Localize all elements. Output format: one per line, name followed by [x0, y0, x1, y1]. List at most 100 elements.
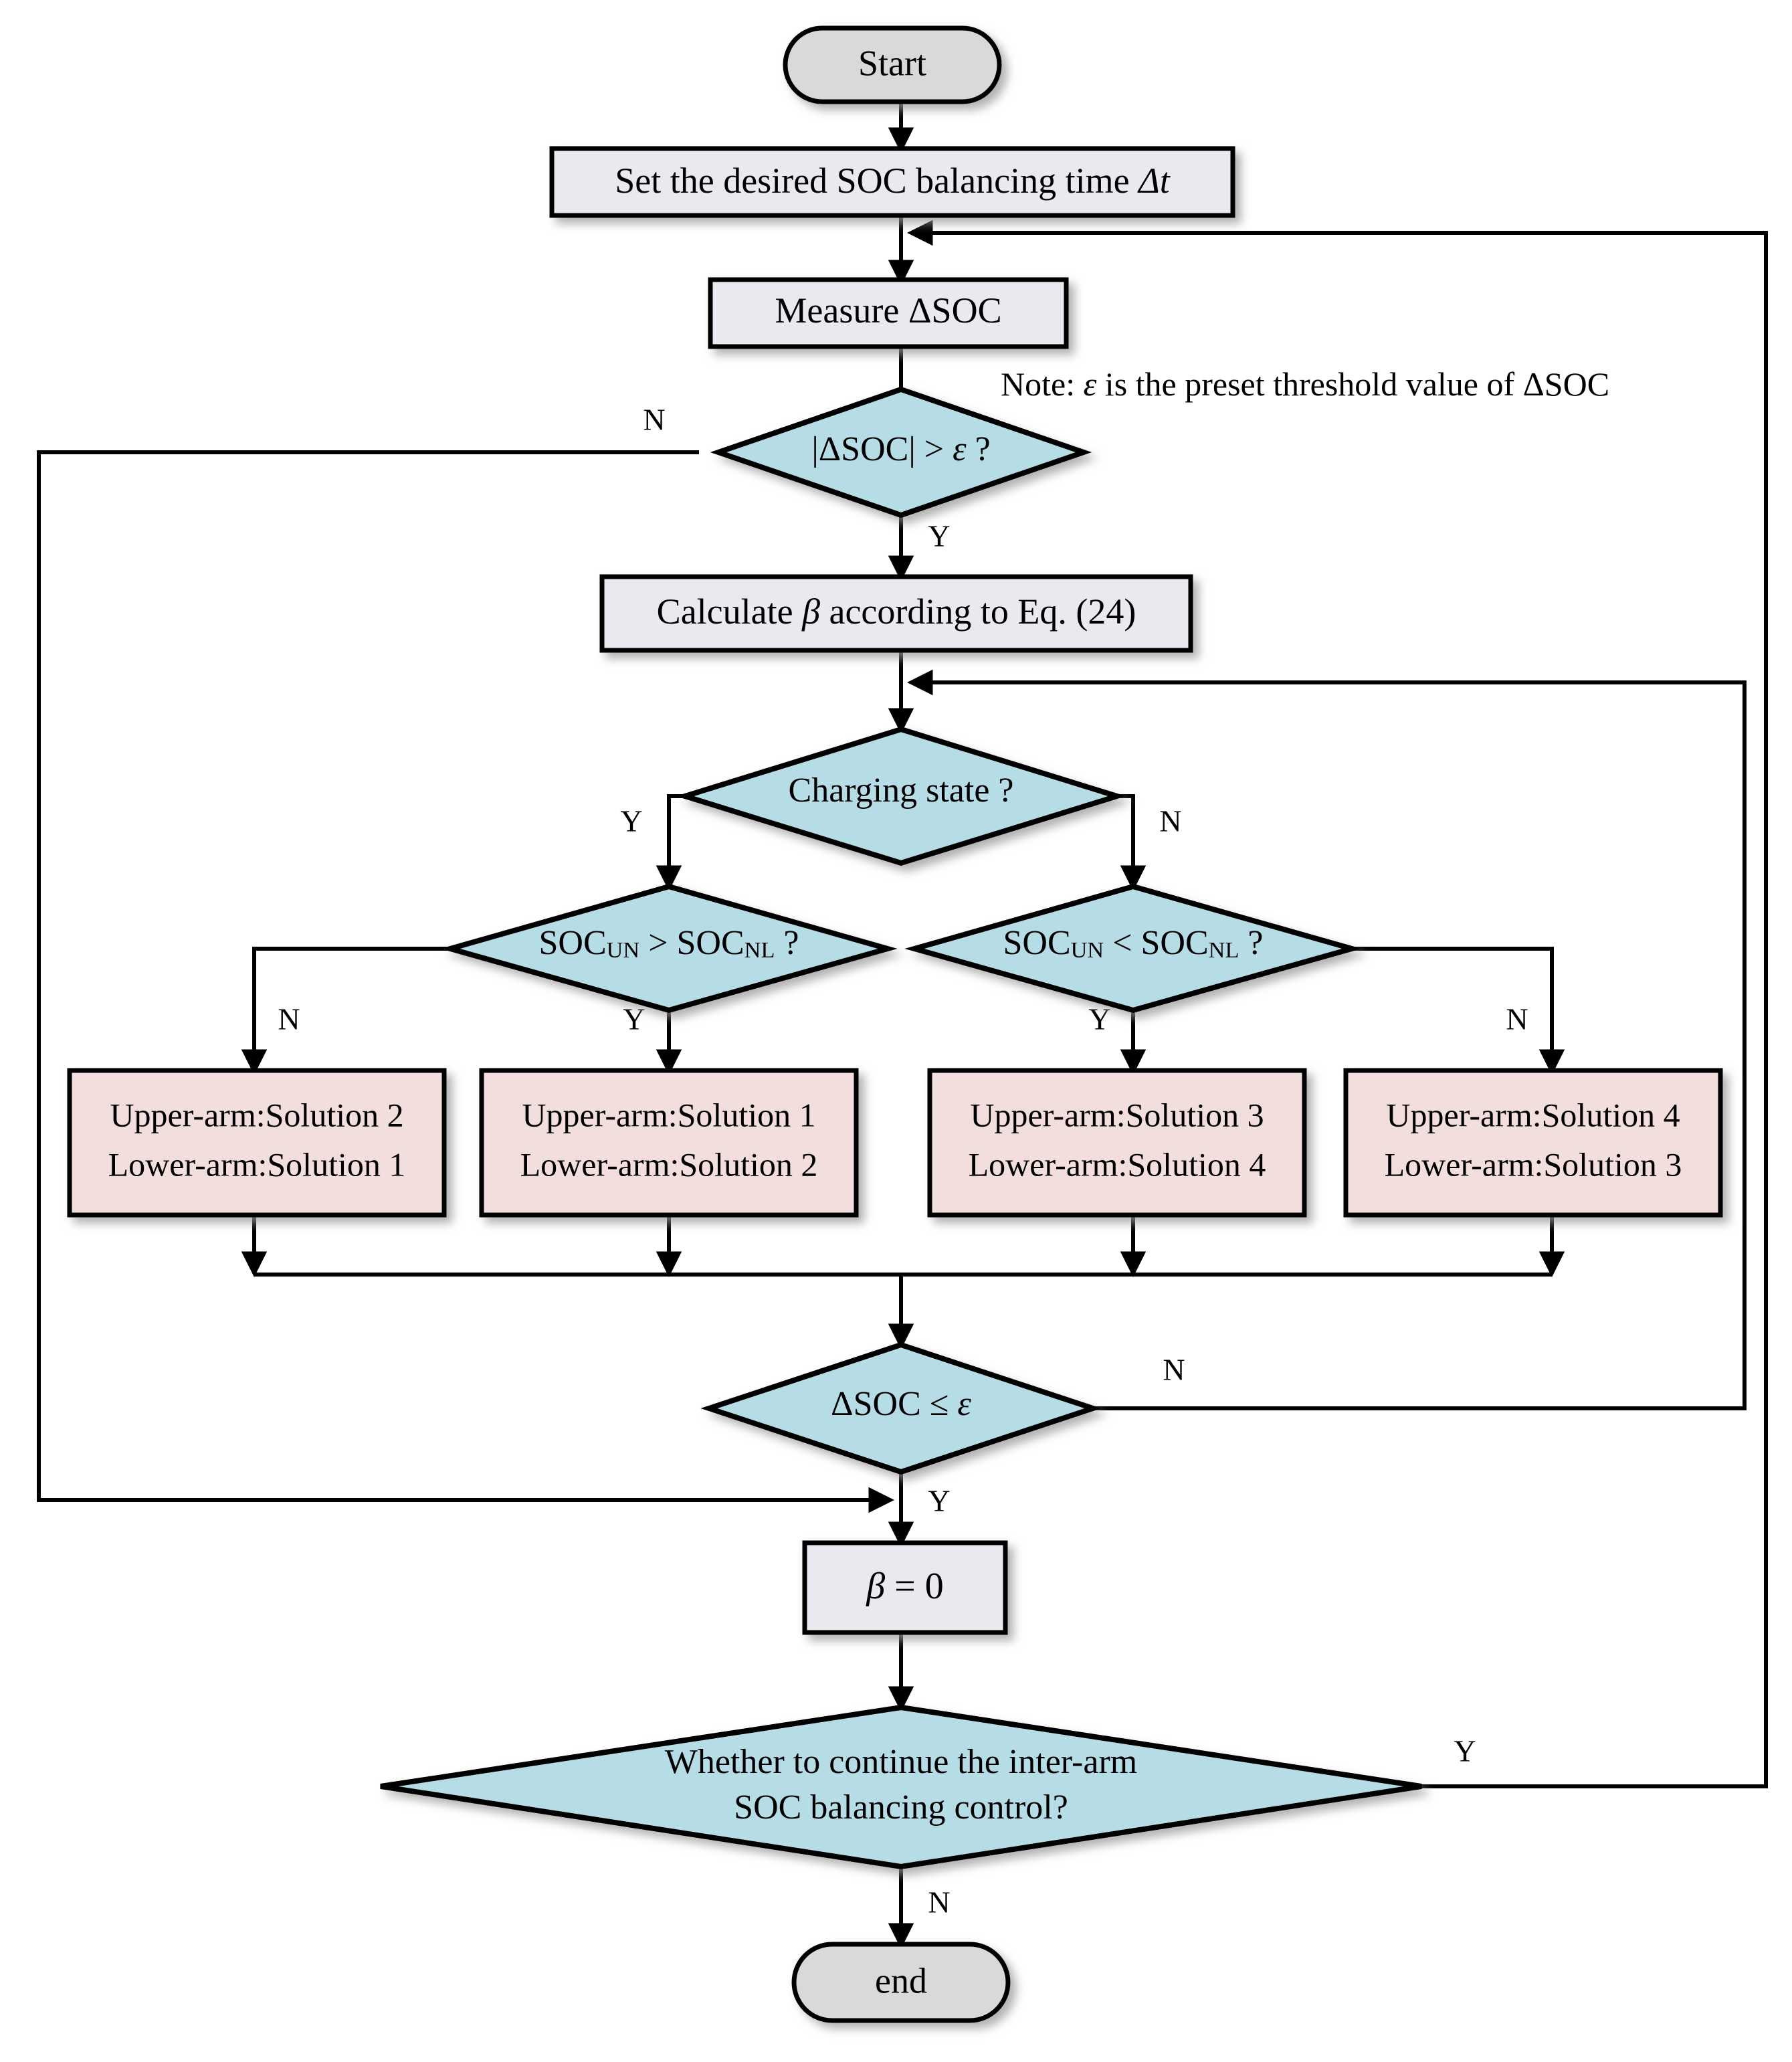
soc-less-shape[interactable] [904, 883, 1362, 1014]
node-start[interactable]: Start [783, 25, 1002, 104]
node-calculate-beta[interactable]: Calculate β according to Eq. (24) [599, 574, 1193, 653]
note-epsilon: ε [1084, 365, 1097, 403]
edge-label-layer: N Y Y N N Y Y N N Y Y N [278, 403, 1528, 1919]
solution-3-lower: Lower-arm:Solution 4 [969, 1145, 1266, 1183]
node-end[interactable]: end [791, 1942, 1011, 2023]
soclt-sub-un: UN [1071, 937, 1104, 963]
note-text: Note: ε is the preset threshold value of… [1001, 365, 1609, 403]
abs-epsilon: ε [953, 430, 967, 468]
node-beta-zero[interactable]: β = 0 [802, 1540, 1008, 1635]
charging-state-label: Charging state ? [789, 771, 1014, 810]
set-time-main: Set the desired SOC balancing time [615, 161, 1138, 201]
note-body: is the preset threshold value of ΔSOC [1096, 365, 1609, 403]
end-shape[interactable] [791, 1942, 1011, 2023]
edge-charging-no [1117, 794, 1147, 891]
label-soclt-yes: Y [1088, 1002, 1110, 1036]
label-soclt-no: N [1506, 1002, 1528, 1036]
measure-shape[interactable] [708, 277, 1069, 349]
set-time-shape[interactable] [549, 146, 1235, 218]
soclt-lead: SOC [1003, 924, 1070, 962]
continue-question-shape[interactable] [380, 1704, 1422, 1870]
socgt-op: > SOC [639, 924, 744, 962]
label-socle-no: N [1163, 1353, 1185, 1387]
check-threshold-label: |ΔSOC| > ε ? [811, 430, 990, 468]
soc-less-label: SOCUN < SOCNL ? [1003, 924, 1263, 963]
calc-beta-label: Calculate β according to Eq. (24) [657, 591, 1136, 632]
abs-question: ? [967, 430, 991, 468]
socgt-sub-nl: NL [744, 937, 775, 963]
solution-2-upper: Upper-arm:Solution 1 [522, 1096, 815, 1133]
calc-main-b: according to Eq. (24) [820, 591, 1136, 632]
measure-label: Measure ΔSOC [775, 290, 1001, 331]
label-continue-no: N [928, 1885, 950, 1919]
socgt-tail: ? [775, 924, 799, 962]
node-solution-box-2[interactable]: Upper-arm:Solution 1 Lower-arm:Solution … [479, 1068, 859, 1218]
beta-zero-shape[interactable] [802, 1540, 1008, 1635]
beta-zero-symbol: β [866, 1566, 885, 1607]
label-threshold-yes: Y [928, 519, 950, 553]
abs-open: | [811, 430, 818, 468]
edge-charging-yes [656, 794, 685, 891]
solution-3-upper: Upper-arm:Solution 3 [970, 1096, 1264, 1133]
charging-state-shape[interactable] [676, 726, 1126, 866]
label-charging-no: N [1159, 804, 1181, 838]
node-set-balancing-time[interactable]: Set the desired SOC balancing time Δt [549, 146, 1235, 218]
node-charging-state[interactable]: Charging state ? [676, 726, 1126, 866]
solution-4-lower: Lower-arm:Solution 3 [1385, 1145, 1682, 1183]
solution-4-shape[interactable] [1343, 1068, 1723, 1218]
label-socgt-no: N [278, 1002, 300, 1036]
socgt-sub-un: UN [607, 937, 640, 963]
socle-epsilon: ε [957, 1385, 971, 1423]
calc-main-a: Calculate [657, 591, 802, 632]
solution-2-lower: Lower-arm:Solution 2 [520, 1145, 818, 1183]
node-soc-le-threshold[interactable]: ΔSOC ≤ ε [700, 1341, 1102, 1475]
soc-le-shape[interactable] [700, 1341, 1102, 1475]
node-solution-box-3[interactable]: Upper-arm:Solution 3 Lower-arm:Solution … [927, 1068, 1307, 1218]
node-continue-question[interactable]: Whether to continue the inter-arm SOC ba… [380, 1704, 1422, 1870]
edge-soclt-no [1352, 947, 1565, 1075]
label-threshold-no: N [643, 403, 665, 437]
node-measure-dsoc[interactable]: Measure ΔSOC [708, 277, 1069, 349]
solution-2-shape[interactable] [479, 1068, 859, 1218]
beta-zero-label: β = 0 [866, 1566, 943, 1607]
check-threshold-shape[interactable] [710, 386, 1092, 519]
soc-greater-label: SOCUN > SOCNL ? [538, 924, 799, 963]
solution-1-shape[interactable] [67, 1068, 447, 1218]
node-check-threshold[interactable]: |ΔSOC| > ε ? [710, 386, 1092, 519]
soclt-op: < SOC [1104, 924, 1208, 962]
abs-body: ΔSOC [819, 430, 909, 468]
end-label: end [875, 1960, 927, 2000]
note-annotation: Note: ε is the preset threshold value of… [1001, 365, 1609, 403]
note-lead: Note: [1001, 365, 1084, 403]
soc-le-label: ΔSOC ≤ ε [831, 1385, 971, 1423]
edge-socle-no-right [907, 669, 1747, 1410]
start-label: Start [858, 43, 926, 83]
set-time-label: Set the desired SOC balancing time Δt [615, 161, 1171, 201]
edge-threshold-no-left [37, 450, 894, 1513]
continue-question-line1: Whether to continue the inter-arm [665, 1743, 1137, 1781]
soclt-sub-nl: NL [1209, 937, 1239, 963]
calc-beta-shape[interactable] [599, 574, 1193, 653]
socle-main: ΔSOC ≤ [831, 1385, 957, 1423]
calc-beta-symbol: β [801, 591, 820, 632]
label-charging-yes: Y [620, 804, 642, 838]
solution-1-upper: Upper-arm:Solution 2 [110, 1096, 403, 1133]
start-shape[interactable] [783, 25, 1002, 104]
soc-greater-shape[interactable] [440, 883, 898, 1014]
set-time-var: Δt [1137, 161, 1171, 201]
edge-continue-yes-right [907, 219, 1768, 1788]
beta-zero-eq: = 0 [885, 1566, 944, 1607]
node-solution-box-4[interactable]: Upper-arm:Solution 4 Lower-arm:Solution … [1343, 1068, 1723, 1218]
solution-4-upper: Upper-arm:Solution 4 [1386, 1096, 1680, 1133]
node-soc-greater[interactable]: SOCUN > SOCNL ? [440, 883, 898, 1014]
node-solution-box-1[interactable]: Upper-arm:Solution 2 Lower-arm:Solution … [67, 1068, 447, 1218]
solution-1-lower: Lower-arm:Solution 1 [108, 1145, 406, 1183]
edge-layer [37, 102, 1768, 1949]
node-soc-less[interactable]: SOCUN < SOCNL ? [904, 883, 1362, 1014]
solution-3-shape[interactable] [927, 1068, 1307, 1218]
continue-question-line2: SOC balancing control? [734, 1788, 1068, 1826]
measure-main: Measure [775, 290, 908, 331]
measure-var: ΔSOC [908, 290, 1002, 331]
